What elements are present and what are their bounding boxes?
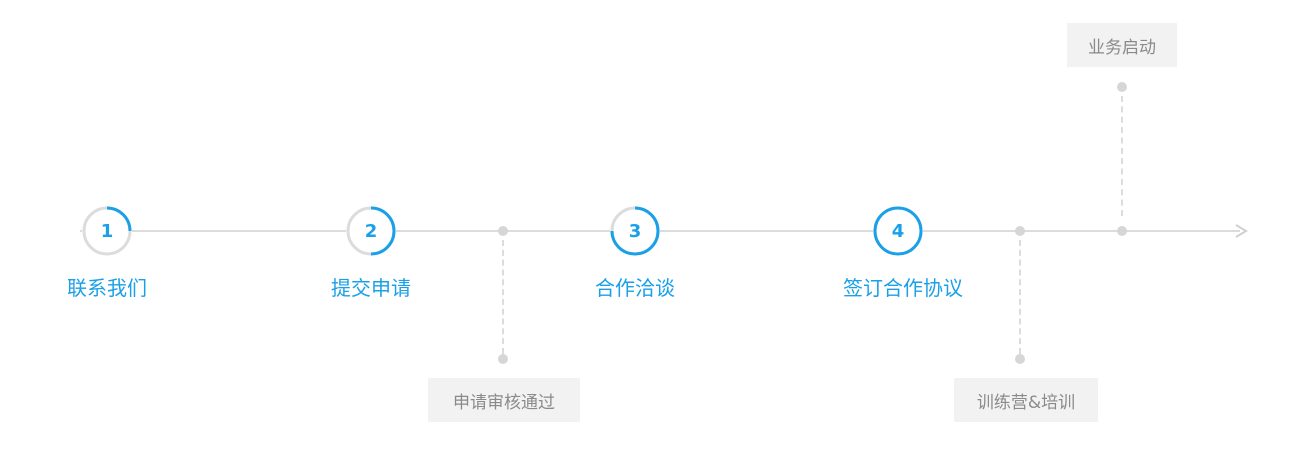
- step-3-circle: 3: [610, 206, 660, 256]
- step-2-circle: 2: [346, 206, 396, 256]
- milestone-1-connector: [502, 240, 504, 354]
- milestone-1-dot: [498, 226, 508, 236]
- step-4-number: 4: [891, 220, 905, 242]
- milestone-3-connector: [1121, 96, 1123, 216]
- step-1-circle: 1: [82, 206, 132, 256]
- milestone-2-tag: 训练营&培训: [954, 378, 1098, 422]
- milestone-1-end-dot: [498, 354, 508, 364]
- milestone-2-dot: [1015, 226, 1025, 236]
- step-4-circle: 4: [873, 206, 923, 256]
- timeline-axis: [80, 230, 1240, 232]
- step-2-label: 提交申请: [331, 276, 411, 300]
- step-2-number: 2: [364, 220, 378, 242]
- milestone-2-connector: [1019, 240, 1021, 354]
- milestone-3-end-dot: [1117, 82, 1127, 92]
- milestone-2-end-dot: [1015, 354, 1025, 364]
- step-3-label: 合作洽谈: [595, 276, 675, 300]
- step-1-number: 1: [100, 220, 114, 242]
- milestone-1-tag: 申请审核通过: [428, 378, 580, 422]
- step-3-number: 3: [628, 220, 642, 242]
- milestone-3-dot: [1117, 226, 1127, 236]
- step-4-label: 签订合作协议: [843, 276, 963, 300]
- step-1-label: 联系我们: [67, 276, 147, 300]
- milestone-3-tag: 业务启动: [1067, 23, 1177, 67]
- arrow-right-icon: [1235, 224, 1248, 238]
